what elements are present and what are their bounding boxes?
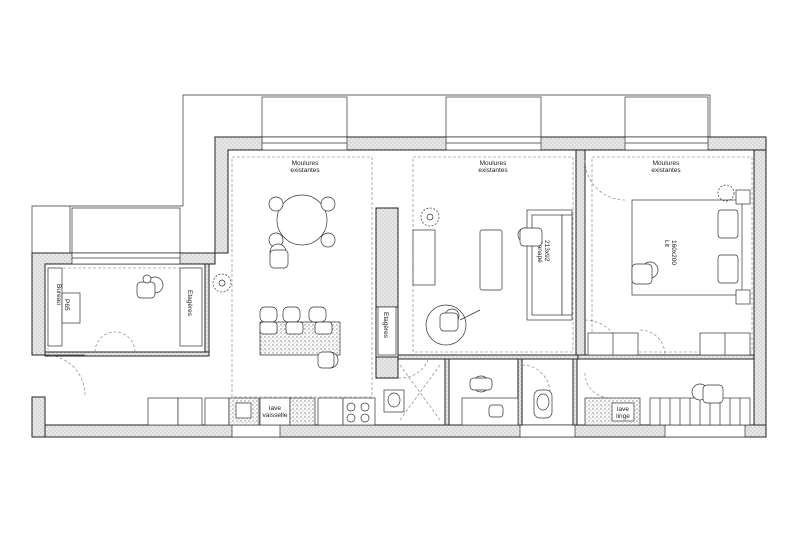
svg-text:vaisselle: vaisselle — [263, 412, 288, 419]
label-etageres-hall: Etagères — [382, 312, 389, 339]
person-icon — [517, 227, 543, 247]
person-icon — [317, 351, 339, 369]
person-icon — [691, 383, 724, 404]
kitchen-island — [259, 306, 341, 356]
svg-text:existantes: existantes — [651, 167, 681, 174]
person-icon — [439, 308, 460, 332]
label-etageres-bureau: Etagères — [186, 290, 193, 317]
label-lave-vaisselle: lave — [269, 405, 281, 412]
laundry: lave linge — [584, 397, 751, 426]
living-room: Canapé 213x92 — [412, 207, 573, 346]
plant-icon — [212, 273, 232, 293]
person-icon — [469, 375, 493, 393]
plant-icon — [420, 207, 440, 227]
label-lit: Lit — [663, 240, 670, 247]
svg-text:Moulures: Moulures — [480, 160, 507, 167]
kitchen-counter: lave vaisselle — [147, 397, 376, 426]
label-lave-linge: lave — [617, 406, 629, 413]
svg-text:linge: linge — [616, 413, 630, 420]
dining-table — [268, 194, 336, 248]
label-bureau: Bureau — [55, 284, 62, 305]
facade-outline — [31, 94, 711, 254]
person-icon — [269, 243, 289, 269]
bedroom: Lit 160x200 — [631, 184, 751, 305]
label-p65: P65 — [63, 299, 70, 311]
svg-text:Moulures: Moulures — [292, 160, 319, 167]
label-canape: Canapé — [536, 240, 543, 263]
person-icon — [136, 274, 164, 299]
bureau-room: Bureau P65 Etagères — [47, 267, 232, 347]
label-moulures-1: Moulures existantes — [290, 160, 320, 174]
plant-icon — [717, 184, 735, 202]
hall-shelves: Etagères — [377, 306, 397, 356]
svg-text:existantes: existantes — [478, 167, 508, 174]
bedroom-storage — [587, 332, 751, 356]
svg-text:160x200: 160x200 — [670, 240, 677, 265]
label-moulures-2: Moulures existantes — [478, 160, 508, 174]
label-moulures-3: Moulures existantes — [651, 160, 681, 174]
svg-text:213x92: 213x92 — [543, 240, 550, 262]
bathroom-fixtures — [383, 364, 553, 426]
person-icon — [631, 261, 659, 285]
windows — [71, 136, 746, 438]
svg-text:Moulures: Moulures — [653, 160, 680, 167]
svg-text:existantes: existantes — [290, 167, 320, 174]
door-arcs — [44, 159, 666, 399]
